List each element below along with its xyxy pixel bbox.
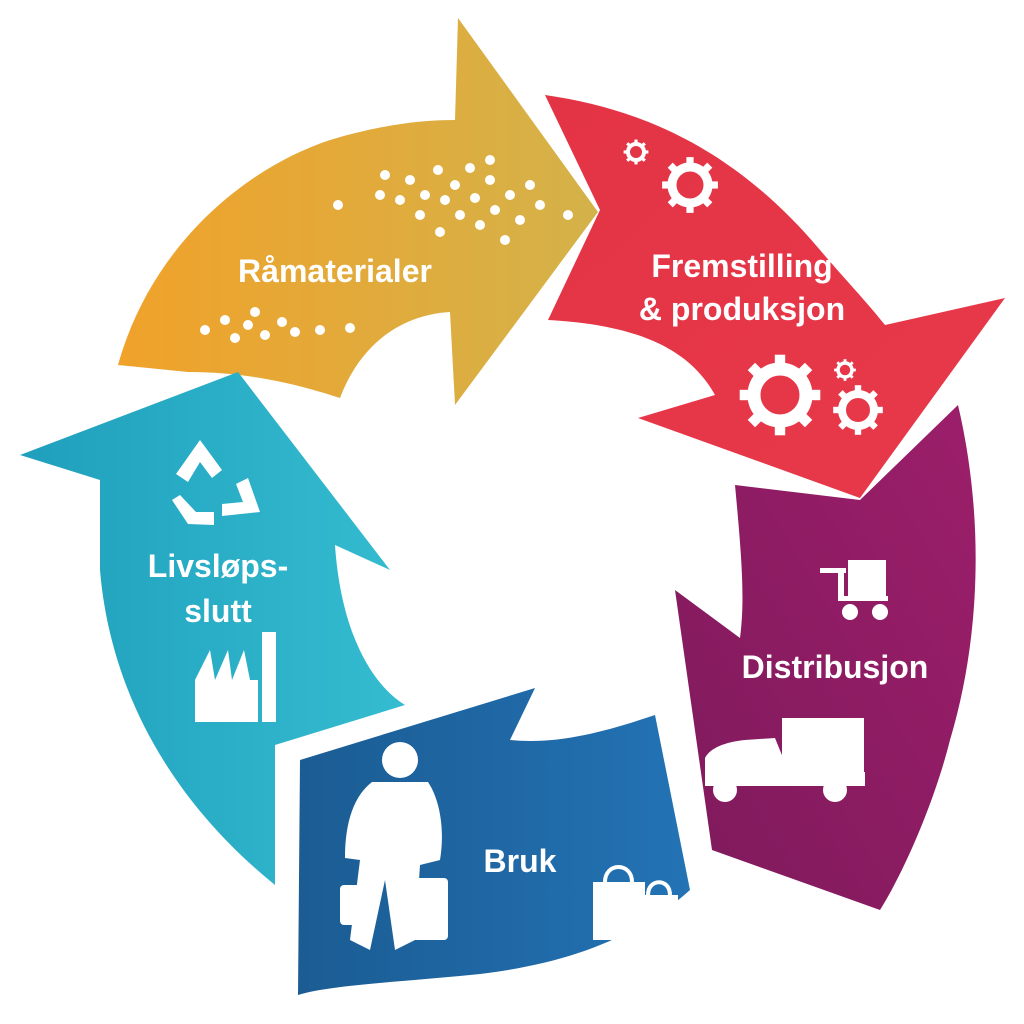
label-bruk: Bruk bbox=[484, 843, 557, 879]
label-ramaterialer: Råmaterialer bbox=[238, 253, 432, 289]
cart-icon bbox=[820, 560, 888, 620]
stage-bruk: Bruk bbox=[298, 688, 690, 995]
shopping-bags-icon bbox=[593, 865, 678, 940]
shopper-icon bbox=[340, 742, 448, 950]
stage-fremstilling: Fremstilling & produksjon bbox=[545, 95, 1005, 498]
arrow-fremstilling bbox=[545, 95, 1005, 498]
truck-icon bbox=[705, 718, 865, 802]
factory-icon bbox=[195, 632, 276, 722]
arrow-livslopsslutt bbox=[20, 372, 405, 885]
stage-ramaterialer: Råmaterialer bbox=[118, 18, 598, 405]
recycle-icon bbox=[172, 440, 260, 525]
label-livslopsslutt-line1: Livsløps- bbox=[148, 548, 288, 584]
stage-livslopsslutt: Livsløps- slutt bbox=[20, 372, 405, 885]
stage-distribusjon: Distribusjon bbox=[675, 405, 976, 910]
particles-icon bbox=[200, 155, 573, 343]
label-fremstilling-line1: Fremstilling bbox=[651, 248, 832, 284]
label-livslopsslutt-line2: slutt bbox=[184, 593, 252, 629]
label-distribusjon: Distribusjon bbox=[742, 649, 929, 685]
label-fremstilling-line2: & produksjon bbox=[639, 291, 845, 327]
arrow-ramaterialer bbox=[118, 18, 598, 405]
